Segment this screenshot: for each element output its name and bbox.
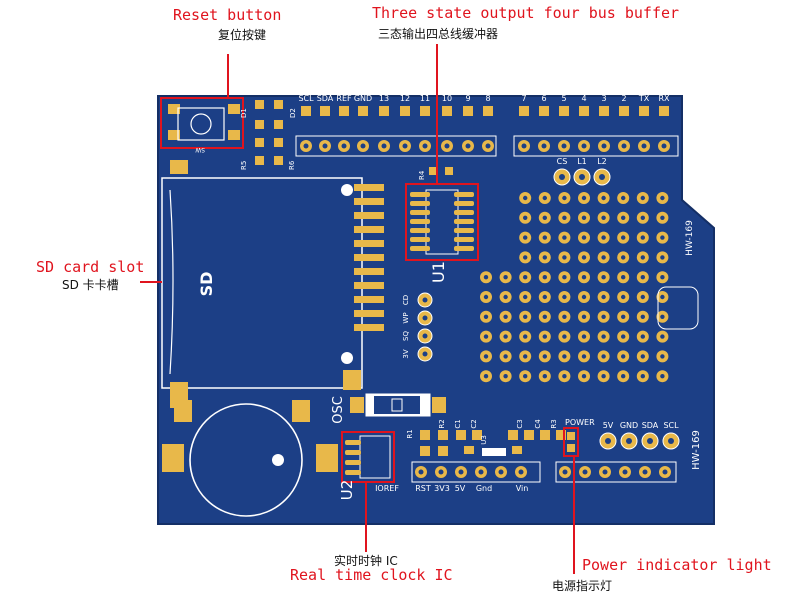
led-pin-label: L1 <box>577 157 587 166</box>
power-led-annotation: Power indicator light <box>582 556 772 574</box>
sd-slot-annotation-cn: SD 卡卡槽 <box>62 278 119 292</box>
led-pin-label: CS <box>557 157 568 166</box>
top-pin-label: GND <box>354 94 372 103</box>
smd-pads-top-left <box>170 100 283 174</box>
top-pin-label: 12 <box>400 94 410 103</box>
buffer-chip-u1 <box>405 183 479 261</box>
top-header-right-outline <box>513 135 679 157</box>
c3-designator: C3 <box>516 419 524 428</box>
power-led <box>563 427 579 457</box>
sd-signal-header: CD WP SQ 3V <box>402 292 433 362</box>
r3-designator: R3 <box>550 419 558 428</box>
top-header-left-outline <box>295 135 497 157</box>
sw-designator: SW <box>195 146 205 153</box>
u3-designator: U3 <box>480 435 488 445</box>
d2-designator: D2 <box>289 108 297 118</box>
r2-designator: R2 <box>438 419 446 428</box>
led-pin-label: L2 <box>597 157 607 166</box>
top-pin-label: 2 <box>621 94 626 103</box>
bottom-header-left-outline <box>411 461 541 483</box>
buffer-annotation: Three state output four bus buffer <box>372 4 680 22</box>
i2c-pin-label: GND <box>620 421 638 430</box>
r5-designator: R5 <box>240 161 248 170</box>
i2c-breakout-header: 5V GND SDA SCL <box>599 421 680 450</box>
oscillator-crystal <box>350 393 446 417</box>
c2-designator: C2 <box>470 419 478 428</box>
sd-silkscreen-label: SD <box>197 272 216 297</box>
power-silkscreen-label: POWER <box>565 418 595 427</box>
r6-designator: R6 <box>288 160 296 170</box>
rtc-annotation: Real time clock IC <box>290 566 453 584</box>
top-pin-label: 9 <box>465 94 470 103</box>
r1-designator: R1 <box>406 429 414 438</box>
sd-pin-label: SQ <box>402 331 410 341</box>
bottom-pin-label: Vin <box>516 484 529 493</box>
top-pin-label: SDA <box>317 94 334 103</box>
reset-button-annotation-cn: 复位按键 <box>218 28 267 42</box>
callout-lines <box>140 44 575 574</box>
c4-designator: C4 <box>534 419 542 429</box>
top-header-labels-right: 7 6 5 4 3 2 TX RX <box>521 94 670 103</box>
bottom-header-pins <box>415 466 671 478</box>
u1-silkscreen-label: U1 <box>429 261 448 283</box>
coin-battery-holder <box>162 400 338 517</box>
bottom-header-right-outline <box>555 461 677 483</box>
top-pin-label: 10 <box>442 94 452 103</box>
bottom-pin-label: Gnd <box>476 484 492 493</box>
r4-designator: R4 <box>418 170 426 180</box>
top-pin-label: 5 <box>561 94 566 103</box>
top-pin-label: REF <box>336 94 352 103</box>
sd-pin-label: 3V <box>402 349 410 358</box>
i2c-pin-label: SCL <box>663 421 679 430</box>
prototyping-area <box>480 192 699 383</box>
top-pin-label: 13 <box>379 94 389 103</box>
cs-led-header: CS L1 L2 <box>553 157 611 186</box>
i2c-pin-label: SDA <box>642 421 659 430</box>
top-pin-label: TX <box>638 94 650 103</box>
power-led-annotation-cn: 电源指示灯 <box>552 579 613 593</box>
top-pin-label: 8 <box>485 94 490 103</box>
bottom-pin-label: RST <box>415 484 431 493</box>
sd-card-slot <box>161 177 363 408</box>
top-pin-label: 3 <box>601 94 606 103</box>
sd-pin-label: WP <box>402 312 410 323</box>
reset-button-component: SW <box>160 97 244 153</box>
top-pin-label: 11 <box>420 94 430 103</box>
top-row-smd-pads <box>301 106 669 116</box>
smd-passives-bottom <box>420 430 566 456</box>
buffer-annotation-cn: 三态输出四总线缓冲器 <box>378 27 499 41</box>
rtc-annotation-cn: 实时时钟 IC <box>334 554 398 568</box>
bottom-pin-label: 3V3 <box>434 484 450 493</box>
sd-pin-label: CD <box>402 295 410 305</box>
top-pin-label: RX <box>658 94 670 103</box>
rtc-chip-u2 <box>341 431 395 483</box>
sd-card-contacts <box>354 184 384 331</box>
sd-slot-annotation: SD card slot <box>36 258 145 276</box>
top-pin-label: 6 <box>541 94 546 103</box>
hw-model-label: HW-169 <box>691 430 702 470</box>
osc-silkscreen-label: OSC <box>331 396 346 424</box>
u2-silkscreen-label: U2 <box>338 480 356 501</box>
top-pin-label: 4 <box>581 94 586 103</box>
i2c-pin-label: 5V <box>603 421 614 430</box>
bottom-pin-label: IOREF <box>375 484 399 493</box>
reset-button-annotation: Reset button <box>173 6 282 24</box>
top-pin-label: 7 <box>521 94 526 103</box>
d1-designator: D1 <box>240 108 248 118</box>
bottom-pin-label: 5V <box>455 484 466 493</box>
top-pin-label: SCL <box>298 94 314 103</box>
c1-designator: C1 <box>454 419 462 428</box>
top-header-pins <box>300 140 670 152</box>
hw-model-label-top: HW-169 <box>685 220 695 256</box>
